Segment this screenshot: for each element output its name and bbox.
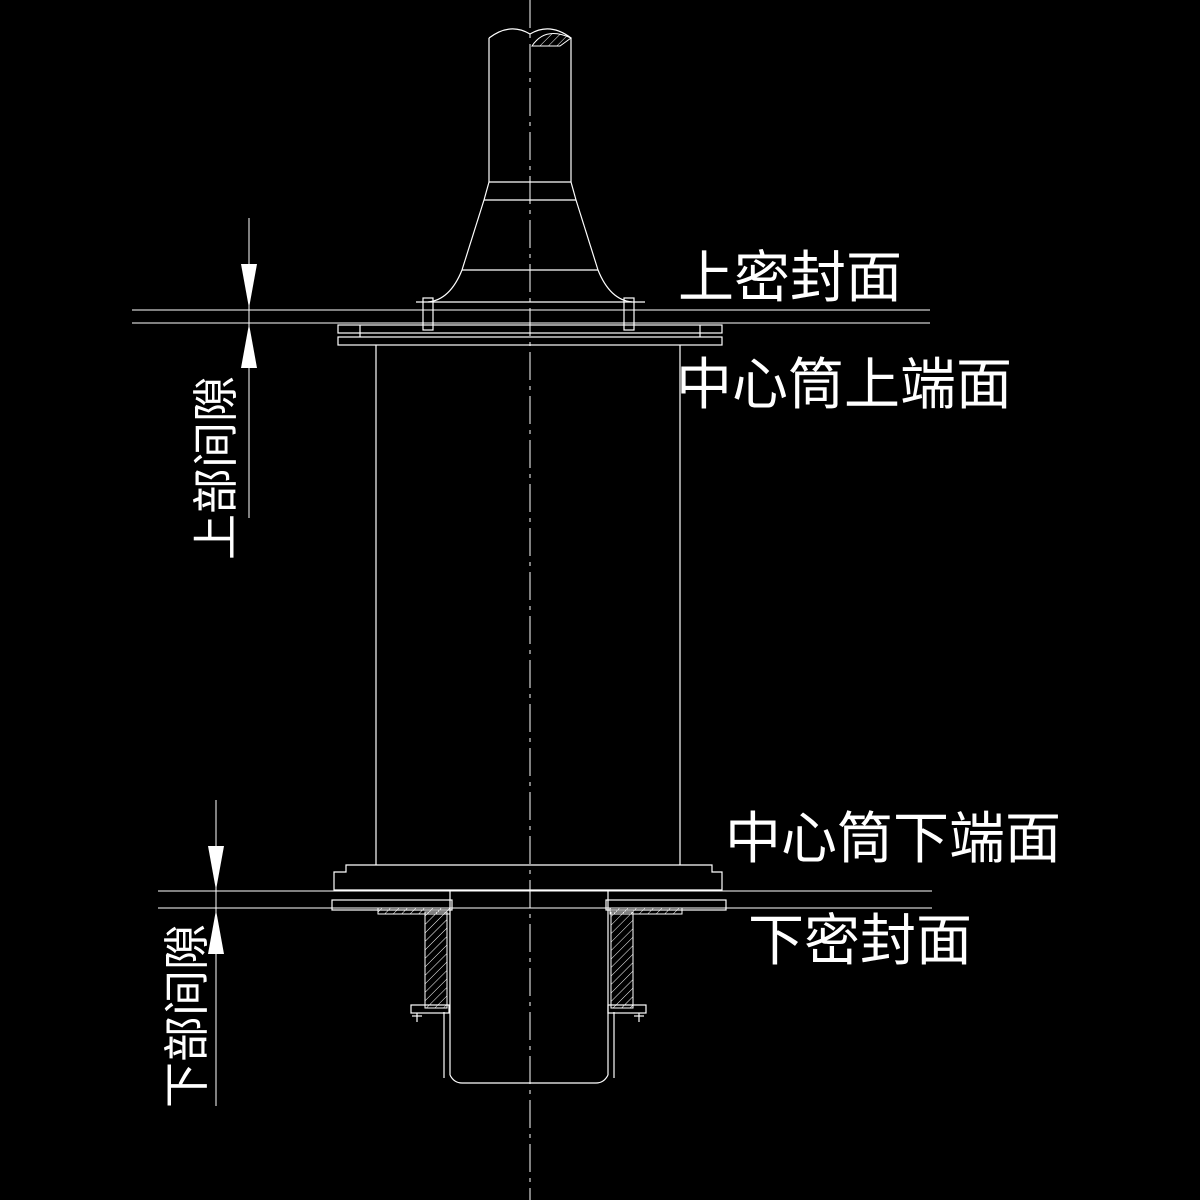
lower-seal-plate — [331, 899, 727, 915]
lower-bushings — [424, 911, 634, 1009]
upper-bolts — [422, 297, 635, 331]
label-center-tube-lower-end: 中心筒下端面 — [725, 807, 1061, 872]
lower-tube — [443, 891, 615, 1084]
label-upper-seal-face: 上密封面 — [678, 246, 902, 311]
upper-gap-dimension — [241, 218, 257, 518]
lower-bolts — [410, 1004, 647, 1022]
center-tube — [375, 345, 681, 865]
lower-flange — [333, 864, 723, 891]
label-upper-gap: 上部间隙 — [189, 376, 243, 560]
shaft-break-hatch — [531, 33, 572, 47]
label-lower-gap: 下部间隙 — [160, 924, 214, 1108]
upper-shaft — [483, 28, 577, 201]
upper-flange — [337, 324, 723, 346]
label-lower-seal-face: 下密封面 — [748, 909, 972, 974]
lower-gap-dimension — [208, 800, 224, 1106]
label-center-tube-upper-end: 中心筒上端面 — [676, 353, 1012, 418]
conical-hub — [416, 199, 645, 303]
